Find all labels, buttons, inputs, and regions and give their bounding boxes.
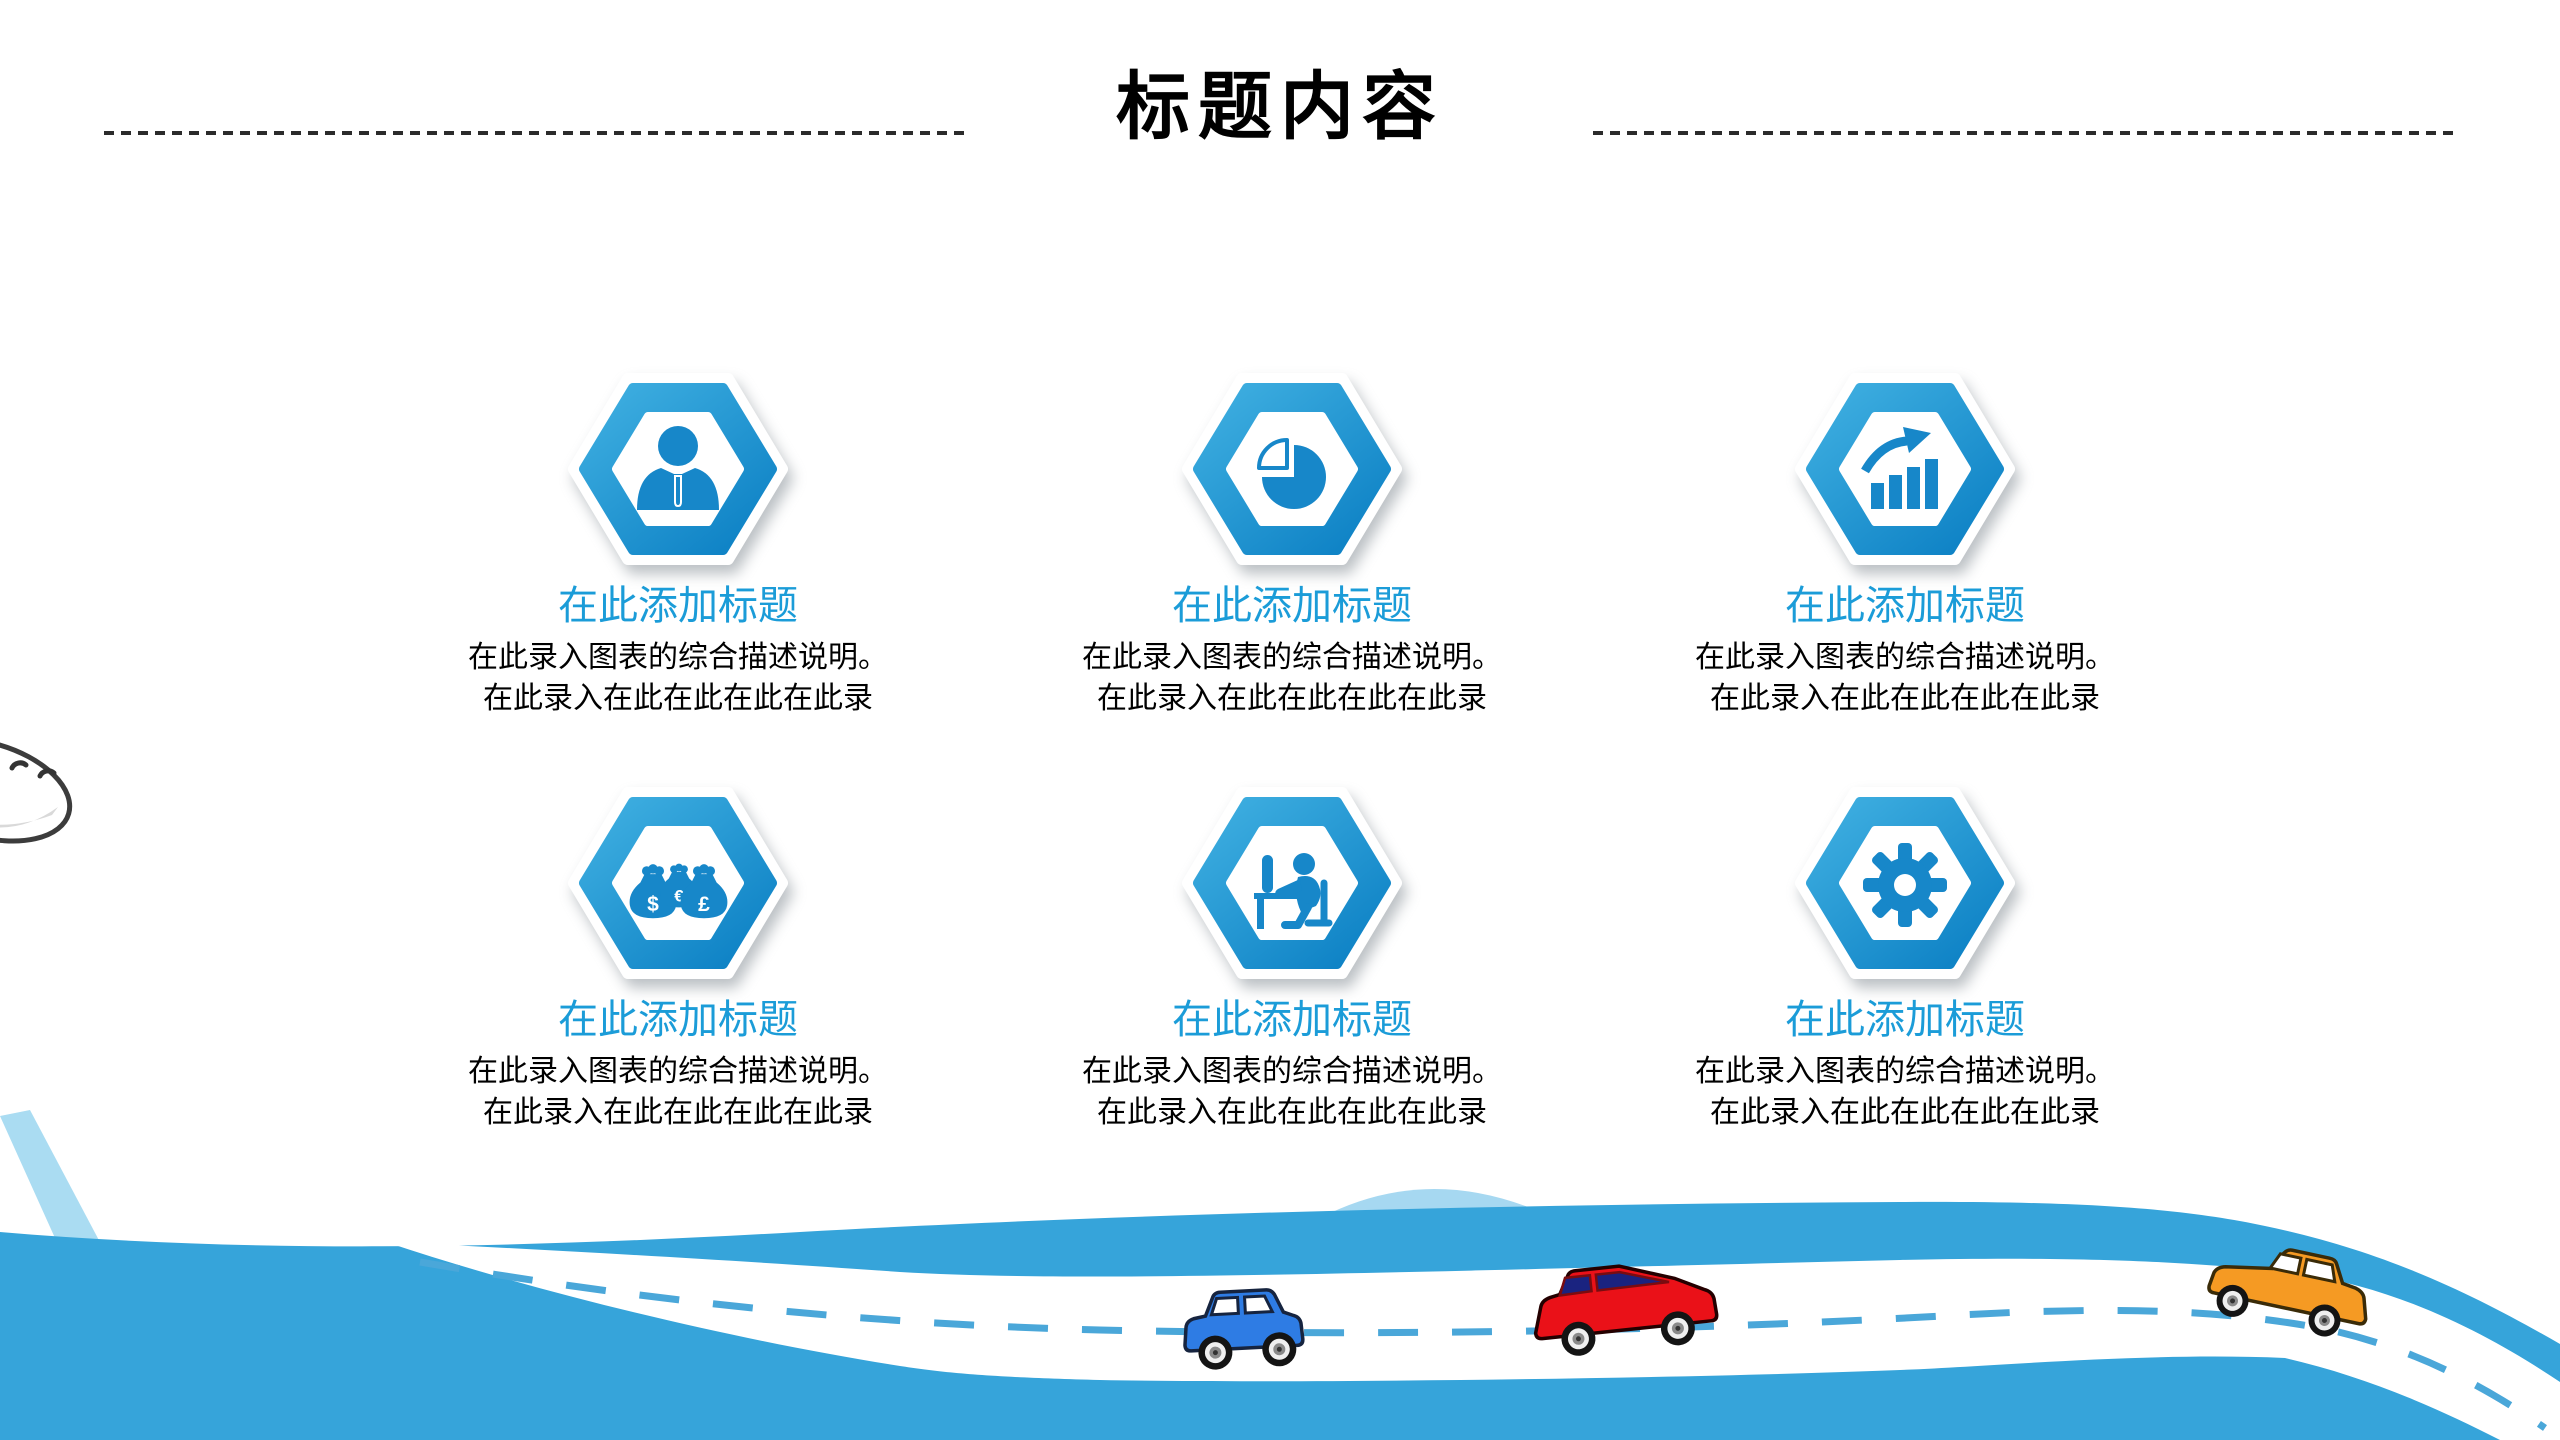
card-description: 在此录入图表的综合描述说明。在此录入在此在此在此在此录 [1012,1051,1572,1133]
title-dashed-line-right [1593,131,2456,135]
road-centerline [419,1258,2547,1431]
card-description: 在此录入图表的综合描述说明。在此录入在此在此在此在此录 [398,1051,958,1133]
desc-line: 在此录入图表的综合描述说明。 [1082,641,1502,674]
red-car-icon [1533,1264,1719,1356]
contrail-stripe [0,1110,102,1258]
hexagon-badge [1177,364,1407,574]
desc-line: 在此录入在此在此在此在此录 [1710,682,2100,715]
desc-line: 在此录入在此在此在此在此录 [483,682,873,715]
ocean-wave [0,1201,2560,1440]
feature-card-6: 在此添加标题 在此录入图表的综合描述说明。在此录入在此在此在此在此录 [1625,778,2185,1133]
card-description: 在此录入图表的综合描述说明。在此录入在此在此在此在此录 [398,637,958,719]
desc-line: 在此录入在此在此在此在此录 [1097,1096,1487,1129]
desc-line: 在此录入图表的综合描述说明。 [468,1055,888,1088]
blue-car-icon [1183,1288,1305,1370]
hexagon-badge [1790,364,2020,574]
airplane-icon [0,736,73,844]
feature-card-4: 在此添加标题 在此录入图表的综合描述说明。在此录入在此在此在此在此录 [398,778,958,1133]
card-title: 在此添加标题 [558,584,798,628]
card-title: 在此添加标题 [1172,998,1412,1042]
desc-line: 在此录入在此在此在此在此录 [1710,1096,2100,1129]
feature-card-2: 在此添加标题 在此录入图表的综合描述说明。在此录入在此在此在此在此录 [1012,364,1572,719]
curved-road [386,1242,2560,1440]
gear-icon [1863,843,1947,927]
card-title: 在此添加标题 [1172,584,1412,628]
hexagon-badge [563,778,793,988]
orange-car-icon [2207,1248,2368,1337]
card-title: 在此添加标题 [1785,584,2025,628]
card-description: 在此录入图表的综合描述说明。在此录入在此在此在此在此录 [1012,637,1572,719]
desc-line: 在此录入在此在此在此在此录 [1097,682,1487,715]
card-title: 在此添加标题 [558,998,798,1042]
desc-line: 在此录入图表的综合描述说明。 [1695,1055,2115,1088]
hexagon-badge [1790,778,2020,988]
feature-card-5: 在此添加标题 在此录入图表的综合描述说明。在此录入在此在此在此在此录 [1012,778,1572,1133]
hexagon-badge [563,364,793,574]
hexagon-badge [1177,778,1407,988]
desc-line: 在此录入在此在此在此在此录 [483,1096,873,1129]
card-description: 在此录入图表的综合描述说明。在此录入在此在此在此在此录 [1625,1051,2185,1133]
page-title: 标题内容 [1116,65,1444,148]
feature-card-1: 在此添加标题 在此录入图表的综合描述说明。在此录入在此在此在此在此录 [398,364,958,719]
wave-crest-highlight [1320,1188,1545,1235]
desc-line: 在此录入图表的综合描述说明。 [1695,641,2115,674]
desc-line: 在此录入图表的综合描述说明。 [468,641,888,674]
feature-card-3: 在此添加标题 在此录入图表的综合描述说明。在此录入在此在此在此在此录 [1625,364,2185,719]
card-title: 在此添加标题 [1785,998,2025,1042]
title-dashed-line-left [104,131,967,135]
desc-line: 在此录入图表的综合描述说明。 [1082,1055,1502,1088]
card-description: 在此录入图表的综合描述说明。在此录入在此在此在此在此录 [1625,637,2185,719]
